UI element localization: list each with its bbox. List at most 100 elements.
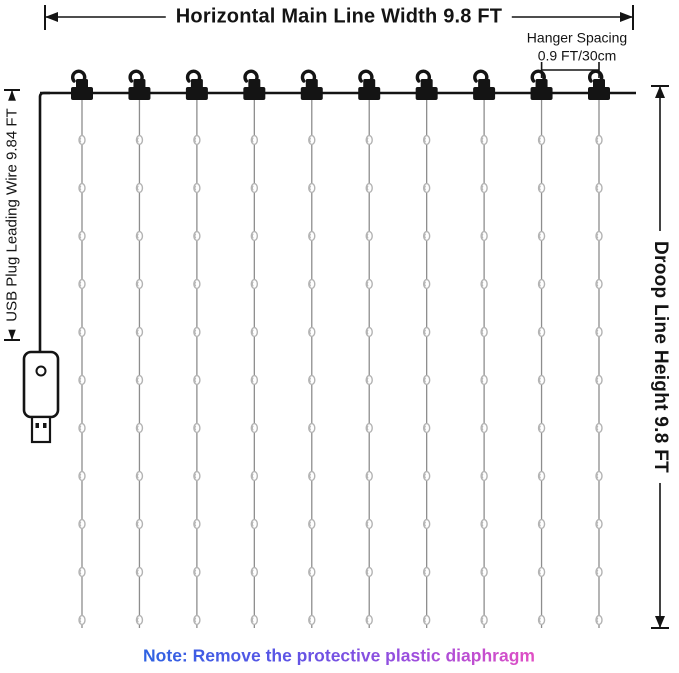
bulb-filament: [424, 521, 427, 527]
bulb-filament: [596, 137, 599, 143]
bulb-filament: [309, 473, 312, 479]
bulb-filament: [79, 473, 82, 479]
hanger-clip-top: [593, 79, 605, 89]
hanger-clip-top: [535, 79, 548, 89]
hanger-hook-icon: [415, 69, 431, 89]
bulb-filament: [79, 329, 82, 335]
bulb-filament: [539, 137, 541, 143]
bulb-filament: [136, 329, 139, 335]
arrow-right-icon: [620, 12, 633, 22]
hanger-clip: [473, 87, 496, 100]
bulb-filament: [194, 137, 197, 143]
hanger-spacing-dimension: [540, 62, 600, 78]
bulb-filament: [596, 281, 599, 287]
hanger-clip: [588, 87, 610, 100]
bulb-filament: [136, 473, 139, 479]
bulb-filament: [194, 185, 197, 191]
hanger-clip: [243, 87, 266, 100]
bulb-filament: [309, 137, 312, 143]
bulb-filament: [481, 233, 484, 239]
bulb-filament: [136, 137, 139, 143]
bulb-filament: [481, 617, 484, 623]
hanger-clip-top: [305, 79, 318, 89]
bulb-filament: [309, 425, 312, 431]
bulb-filament: [79, 233, 82, 239]
hanger-clip-top: [133, 79, 146, 89]
bulb-filament: [309, 377, 312, 383]
bulb-filament: [136, 521, 139, 527]
bulb-filament: [539, 377, 541, 383]
bulb-filament: [251, 569, 254, 575]
bulb-filament: [424, 137, 427, 143]
bulb-filament: [596, 185, 599, 191]
bulb-filament: [194, 473, 197, 479]
hanger-clip: [185, 87, 208, 100]
usb-plug-icon: [22, 350, 60, 444]
bulb-filament: [194, 569, 197, 575]
bulb-filament: [539, 329, 541, 335]
bulb-filament: [309, 569, 312, 575]
hanger-spacing-line2: 0.9 FT/30cm: [537, 47, 617, 63]
bulb-filament: [481, 569, 484, 575]
bulb-filament: [309, 329, 312, 335]
bulb-filament: [136, 617, 139, 623]
bulb-filament: [366, 521, 369, 527]
bulb-filament: [539, 473, 541, 479]
bulb-filament: [309, 617, 312, 623]
bulb-filament: [366, 137, 369, 143]
bulb-filament: [366, 233, 369, 239]
hanger-spacing-line1: Hanger Spacing: [526, 29, 628, 46]
bulb-filament: [481, 473, 484, 479]
bulb-filament: [79, 425, 82, 431]
bulb-filament: [136, 233, 139, 239]
bulb-filament: [596, 521, 599, 527]
bulb-filament: [136, 569, 139, 575]
bulb-filament: [596, 473, 599, 479]
bulb-filament: [424, 185, 427, 191]
bulb-filament: [424, 281, 427, 287]
hanger-hook-icon: [358, 69, 374, 89]
bulb-filament: [194, 233, 197, 239]
hooks-and-strings: [70, 69, 610, 628]
bulb-filament: [481, 521, 484, 527]
bulb-filament: [251, 617, 254, 623]
bulb-filament: [136, 377, 139, 383]
usb-wire-label: USB Plug Leading Wire 9.84 FT: [3, 100, 23, 330]
top-width-label: Horizontal Main Line Width 9.8 FT: [165, 4, 513, 30]
usb-wire: [38, 91, 50, 352]
bulb-filament: [424, 617, 427, 623]
bulb-filament: [309, 233, 312, 239]
arrow-up-icon: [8, 90, 16, 101]
hanger-hook-icon: [530, 69, 546, 89]
bulb-filament: [481, 281, 484, 287]
bulb-filament: [596, 377, 599, 383]
bulb-filament: [309, 185, 312, 191]
bulb-filament: [136, 185, 139, 191]
bulb-filament: [539, 617, 541, 623]
bulb-filament: [481, 137, 484, 143]
bulb-filament: [309, 521, 312, 527]
bulb-filament: [309, 281, 312, 287]
bulb-filament: [596, 617, 599, 623]
bulb-filament: [539, 185, 541, 191]
bulb-filament: [596, 233, 599, 239]
hanger-clip: [300, 87, 323, 100]
bulb-filament: [136, 281, 139, 287]
arrow-up-icon: [655, 86, 665, 98]
bulb-filament: [251, 281, 254, 287]
bulb-filament: [251, 473, 254, 479]
bulb-filament: [194, 617, 197, 623]
bulb-filament: [481, 185, 484, 191]
hanger-clip-top: [248, 79, 261, 89]
bulb-filament: [79, 185, 82, 191]
bulb-filament: [366, 185, 369, 191]
bulb-filament: [79, 617, 82, 623]
hanger-hook-icon: [243, 69, 259, 89]
arrow-down-icon: [655, 616, 665, 628]
bulb-filament: [424, 569, 427, 575]
hanger-clip: [358, 87, 381, 100]
hanger-clip: [530, 87, 553, 100]
note-text: Note: Remove the protective plastic diap…: [143, 645, 535, 666]
hanger-clip-top: [478, 79, 491, 89]
